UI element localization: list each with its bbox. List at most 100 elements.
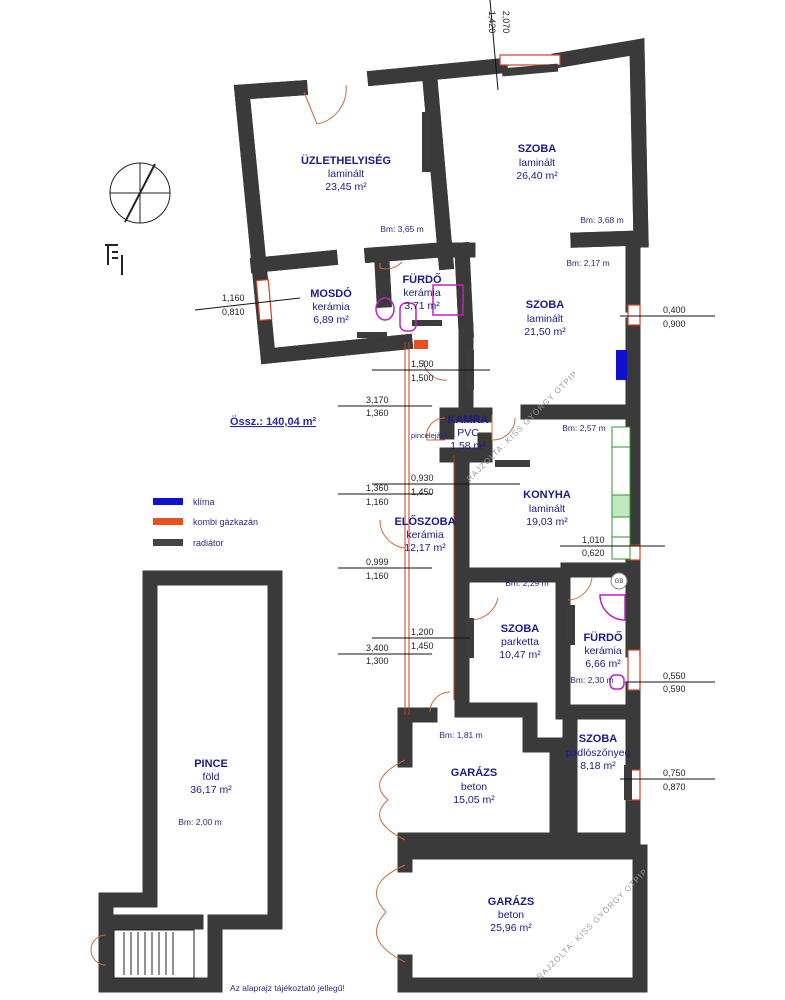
dimension-labels: 2,070 1,420 1,160 0,810 0,400 0,900 1,50… [222, 11, 686, 792]
room-eloszoba: ELŐSZOBA kerámia 12,17 m² [394, 515, 455, 554]
dim-label: 1,360 [366, 408, 389, 418]
legend-swatch-boiler [153, 518, 183, 525]
room-area: 6,89 m² [313, 314, 349, 326]
dim-label: 1,500 [411, 359, 434, 369]
room-height: Bm: 2,17 m [566, 258, 609, 268]
room-floor: parketta [501, 636, 539, 648]
dim-mosdo-a: 1,160 [222, 293, 245, 303]
room-height: Bm: 1,81 m [439, 730, 482, 740]
dim-label: 1,360 [366, 483, 389, 493]
room-area: 1,58 m² [450, 440, 486, 452]
dim-label: 0,550 [663, 671, 686, 681]
room-floor: laminált [529, 503, 565, 515]
room-area: 25,96 m² [490, 922, 532, 934]
room-name: SZOBA [501, 623, 540, 635]
dim-label: 1,200 [411, 627, 434, 637]
room-floor: föld [203, 771, 220, 783]
room-floor: laminált [527, 313, 563, 325]
room-name: ELŐSZOBA [394, 515, 455, 528]
room-floor: PVC [457, 427, 479, 439]
room-area: 3,71 m² [404, 300, 440, 312]
dim-label: 0,400 [663, 305, 686, 315]
room-mosdo: MOSDÓ kerámia 6,89 m² [310, 287, 352, 326]
klima-unit [616, 350, 627, 380]
room-height: Bm: 2,30 m [570, 675, 613, 685]
dim-mosdo-b: 0,810 [222, 307, 245, 317]
room-area: 15,05 m² [453, 794, 495, 806]
room-area: 21,50 m² [524, 326, 566, 338]
dim-label: 0,590 [663, 684, 686, 694]
room-name: GARÁZS [488, 895, 534, 908]
dim-label: 3,400 [366, 643, 389, 653]
dim-label: 0,930 [411, 473, 434, 483]
legend-swatch-radiator [153, 539, 183, 546]
dim-label: 3,170 [366, 395, 389, 405]
dim-label: 1,300 [366, 656, 389, 666]
dim-label: 1,010 [582, 535, 605, 545]
walls [98, 38, 649, 993]
room-furdo-2: FÜRDŐ kerámia 6,66 m² Bm: 2,30 m [570, 631, 623, 685]
legend: klíma kombi gázkazán radiátor [153, 497, 258, 548]
room-szoba-4: SZOBA padlószőnyeg 8,18 m² [566, 733, 631, 772]
legend-label: kombi gázkazán [193, 517, 258, 527]
appliance-label: GB [615, 579, 624, 585]
room-floor: laminált [328, 168, 364, 180]
room-floor: padlószőnyeg [566, 747, 631, 759]
room-area: 36,17 m² [190, 784, 232, 796]
room-area: 23,45 m² [325, 181, 367, 193]
total-area: Össz.: 140,04 m² [230, 415, 317, 428]
dim-label: 0,900 [663, 319, 686, 329]
gas-boiler-circle [610, 572, 628, 590]
room-area: 10,47 m² [499, 649, 541, 661]
room-name: MOSDÓ [310, 287, 352, 300]
dimension-lines [194, 0, 715, 780]
cellar-entrance-label: pincelejáró [411, 431, 447, 440]
room-floor: kerámia [403, 287, 441, 299]
room-name: KAMRA [448, 414, 489, 426]
room-area: 6,66 m² [585, 658, 621, 670]
dim-label: 1,500 [411, 373, 434, 383]
room-szoba-1: SZOBA laminált 26,40 m² Bm: 3,68 m [516, 143, 623, 225]
room-area: 12,17 m² [404, 542, 446, 554]
room-area: 26,40 m² [516, 170, 558, 182]
room-floor: laminált [519, 157, 555, 169]
room-floor: kerámia [406, 529, 444, 541]
room-garazs-2: GARÁZS beton 25,96 m² [488, 895, 534, 934]
hallway-glass-wall [404, 342, 455, 715]
room-name: FÜRDŐ [583, 631, 623, 644]
dim-label: 1,450 [411, 641, 434, 651]
room-floor: kerámia [312, 301, 350, 313]
stairs [113, 929, 195, 979]
dim-label: 0,870 [663, 782, 686, 792]
room-name: SZOBA [526, 299, 565, 311]
dim-top-a: 2,070 [501, 11, 511, 34]
dim-label: 0,620 [582, 548, 605, 558]
room-height: Bm: 3,65 m [380, 224, 423, 234]
room-garazs-1: GARÁZS beton 15,05 m² Bm: 1,81 m [439, 730, 497, 806]
room-height: Bm: 3,68 m [580, 215, 623, 225]
watermark: RAJZOLTA: KISS GYÖRGY OTPIP [535, 867, 649, 981]
compass-icon [105, 162, 171, 275]
room-name: KONYHA [523, 489, 571, 501]
dim-label: 0,750 [663, 768, 686, 778]
dim-label: 1,450 [411, 487, 434, 497]
room-name: ÜZLETHELYISÉG [301, 154, 391, 167]
room-height: Bm: 2,29 m [505, 578, 548, 588]
dim-label: 1,160 [366, 497, 389, 507]
room-uzlethelyiseg: ÜZLETHELYISÉG laminált 23,45 m² Bm: 3,65… [301, 154, 424, 234]
footer-note: Az alaprajz tájékoztató jellegű! [230, 983, 345, 993]
room-height: Bm: 2,57 m [562, 423, 605, 433]
room-name: PINCE [194, 758, 228, 770]
room-area: 8,18 m² [580, 760, 616, 772]
kitchen-counter [611, 426, 631, 560]
room-konyha: KONYHA laminált 19,03 m² Bm: 2,57 m [523, 423, 606, 528]
room-floor: beton [498, 909, 524, 921]
room-name: FÜRDŐ [402, 273, 442, 286]
room-floor: kerámia [584, 645, 622, 657]
room-floor: beton [461, 781, 487, 793]
room-height: Bm: 2,00 m [178, 817, 221, 827]
legend-label: klíma [193, 497, 215, 507]
room-name: GARÁZS [451, 766, 497, 779]
room-name: SZOBA [579, 733, 618, 745]
